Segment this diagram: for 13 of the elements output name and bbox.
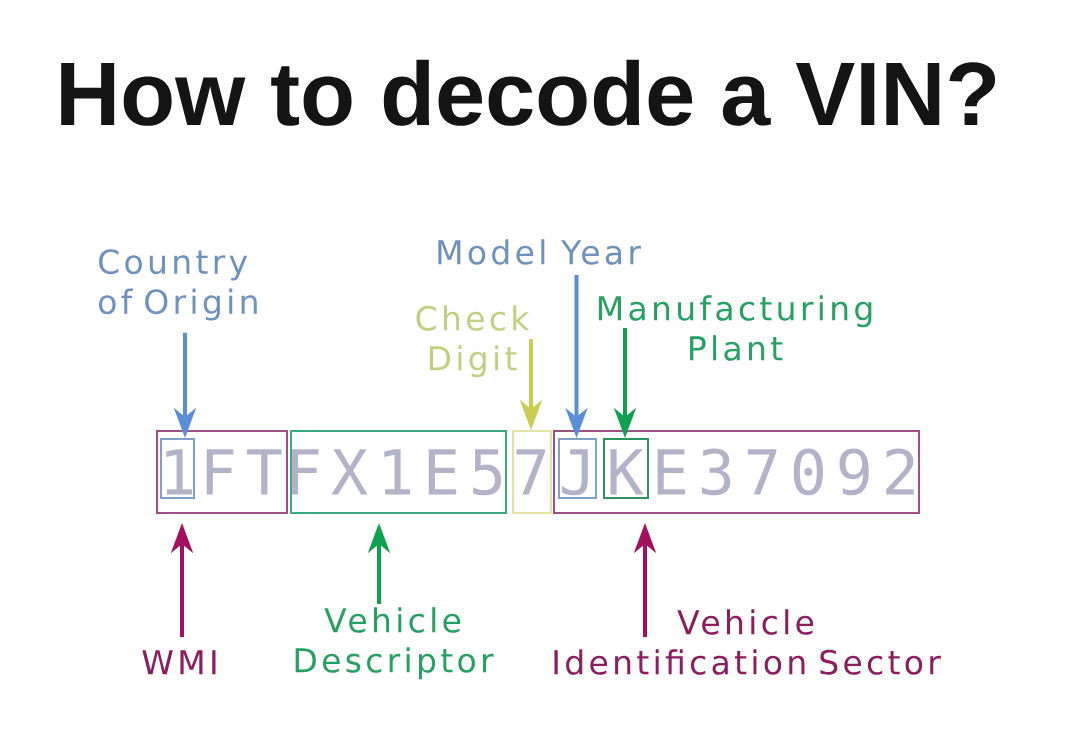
vin-segment-box: FX1E5 xyxy=(290,430,507,514)
annotation-label: Country of Origin xyxy=(99,249,257,321)
annotation-label: WMI xyxy=(142,650,216,675)
annotation-label: Check Digit xyxy=(416,305,530,378)
annotation-label: Vehicle Identification Sector xyxy=(554,609,941,675)
character-box: J xyxy=(558,438,597,499)
annotation-label: Vehicle Descriptor xyxy=(295,607,494,680)
annotation-label: Manufacturing Plant xyxy=(598,295,872,361)
vin-segment-box: 7 xyxy=(512,430,552,514)
title: How to decode a VIN? xyxy=(61,59,996,126)
character-box: K xyxy=(603,438,649,499)
character-box: 1 xyxy=(160,438,195,499)
annotation-label: Model Year xyxy=(438,239,641,265)
